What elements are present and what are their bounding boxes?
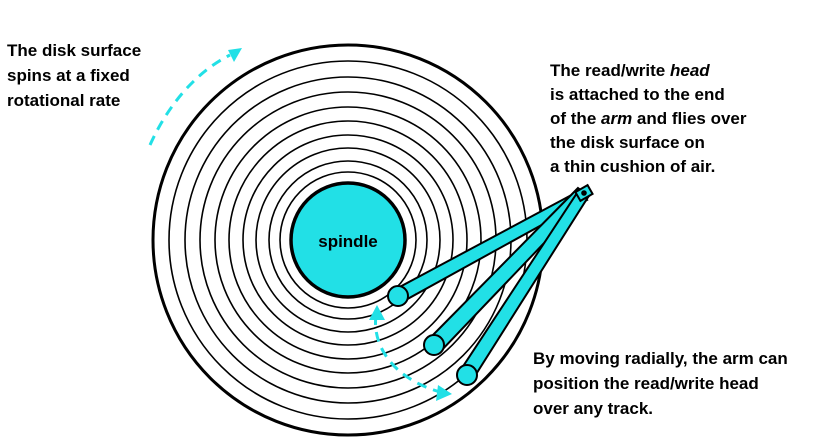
radial-arrowhead-up-icon <box>369 305 385 320</box>
head-caption-line2: is attached to the end <box>550 85 725 104</box>
pivot-dot <box>581 190 587 196</box>
head-caption-line3-pre: of the <box>550 109 601 128</box>
spin-caption-line: rotational rate <box>7 91 120 110</box>
disk-tracks <box>168 60 528 420</box>
spindle-label: spindle <box>318 232 378 251</box>
actuator-arms <box>387 186 592 386</box>
head-caption-line1-em: head <box>670 61 710 80</box>
spin-caption-line: spins at a fixed <box>7 66 130 85</box>
head-caption: The read/write head is attached to the e… <box>550 61 751 176</box>
track <box>214 106 482 374</box>
track <box>228 120 468 360</box>
spin-caption-line: The disk surface <box>7 41 141 60</box>
track <box>279 171 417 309</box>
track <box>268 160 428 320</box>
head-position-3 <box>456 364 478 386</box>
head-caption-line3-em: arm <box>601 109 632 128</box>
rotation-arrowhead-icon <box>228 48 242 62</box>
radial-caption: By moving radially, the arm can position… <box>533 349 793 418</box>
head-caption-line4: the disk surface on <box>550 133 705 152</box>
radial-caption-line: over any track. <box>533 399 653 418</box>
head-position-2 <box>423 334 445 356</box>
spin-caption: The disk surface spins at a fixed rotati… <box>7 41 146 110</box>
arm-pivot <box>574 183 594 203</box>
rotation-arrow <box>148 53 231 146</box>
head-caption-line5: a thin cushion of air. <box>550 157 715 176</box>
radial-caption-line: By moving radially, the arm can <box>533 349 788 368</box>
track <box>255 147 441 333</box>
track <box>242 134 454 346</box>
radial-caption-line: position the read/write head <box>533 374 759 393</box>
head-caption-line3-post: and flies over <box>632 109 747 128</box>
radial-arrowhead-right-icon <box>436 385 452 401</box>
head-position-1 <box>387 285 409 307</box>
spindle <box>289 181 407 299</box>
head-caption-line1-pre: The read/write <box>550 61 670 80</box>
radial-arrow <box>374 314 441 394</box>
